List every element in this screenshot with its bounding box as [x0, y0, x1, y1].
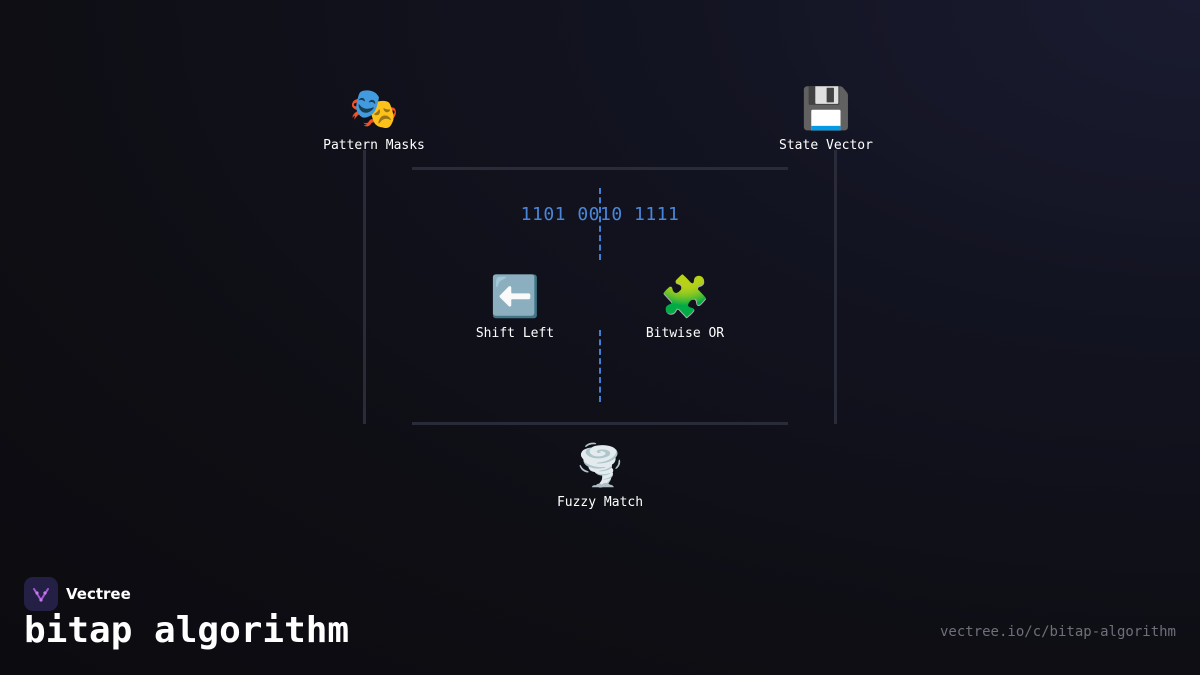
frame-top-line [412, 167, 788, 170]
node-label: Shift Left [475, 326, 555, 341]
left-arrow-icon: ⬅️ [490, 274, 540, 320]
site-url[interactable]: vectree.io/c/bitap-algorithm [939, 624, 1176, 640]
node-fuzzy-match: 🌪️ Fuzzy Match [520, 441, 680, 510]
node-shift-left: ⬅️ Shift Left [435, 272, 595, 341]
node-pattern-masks: 🎭 Pattern Masks [294, 84, 454, 153]
dashed-connector-bottom [599, 330, 601, 402]
floppy-disk-icon: 💾 [801, 86, 851, 132]
node-label: Pattern Masks [323, 138, 425, 153]
brand-name: Vectree [66, 585, 131, 603]
performing-arts-icon: 🎭 [349, 86, 399, 132]
brand: Vectree [24, 577, 131, 611]
node-state-vector: 💾 State Vector [746, 84, 906, 153]
node-bitwise-or: 🧩 Bitwise OR [605, 272, 765, 341]
tornado-icon: 🌪️ [575, 443, 625, 489]
dashed-connector-top [599, 188, 601, 260]
node-label: State Vector [779, 138, 873, 153]
frame-bottom-line [412, 422, 788, 425]
frame-left-line [363, 150, 366, 424]
page-title: bitap algorithm [24, 610, 350, 651]
frame-right-line [834, 150, 837, 424]
node-label: Bitwise OR [645, 326, 725, 341]
puzzle-piece-icon: 🧩 [660, 274, 710, 320]
node-label: Fuzzy Match [556, 495, 644, 510]
bit-string: 1101 0010 1111 [520, 204, 680, 225]
vectree-logo-icon [24, 577, 58, 611]
